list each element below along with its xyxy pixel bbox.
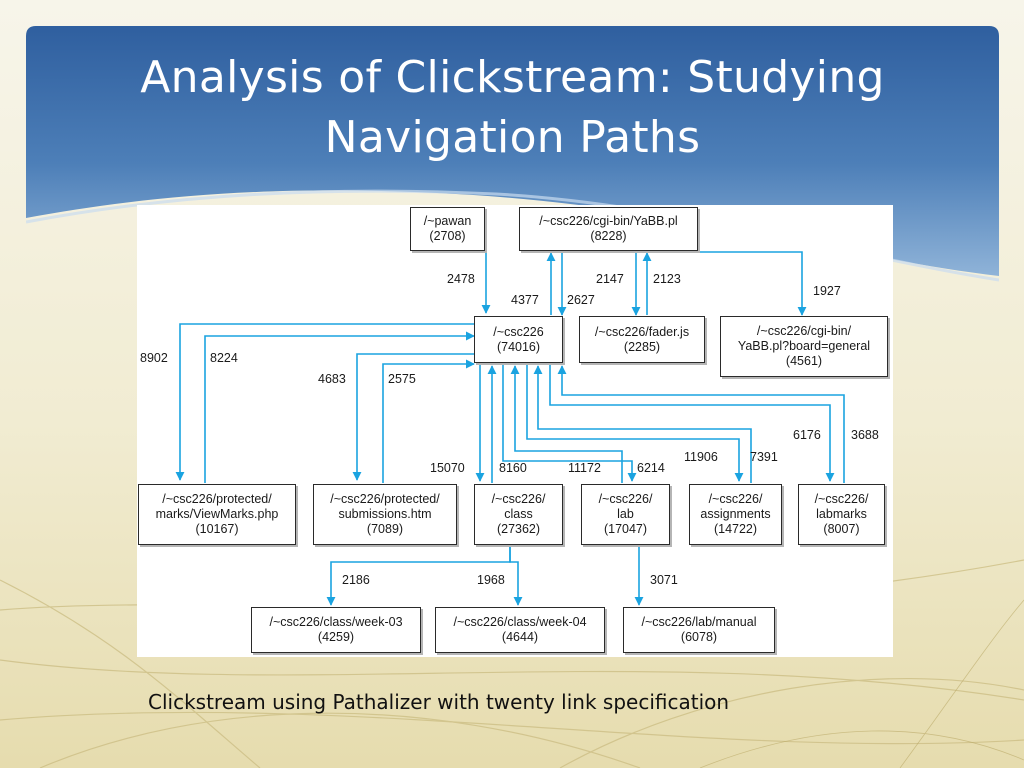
node-pawan: /~pawan (2708) — [410, 207, 485, 251]
node-lab-path2: lab — [617, 507, 634, 521]
edge-label-csc226-lab: 6214 — [637, 461, 665, 475]
node-viewmarks-path2: marks/ViewMarks.php — [155, 507, 279, 521]
node-pawan-path: /~pawan — [423, 214, 472, 228]
node-lab-path: /~csc226/ — [598, 492, 653, 506]
node-week03: /~csc226/class/week-03 (4259) — [251, 607, 421, 653]
node-yabb-path: /~csc226/cgi-bin/YaBB.pl — [539, 214, 678, 228]
edge-label-labmarks-csc226: 6176 — [793, 428, 821, 442]
node-week04: /~csc226/class/week-04 (4644) — [435, 607, 605, 653]
node-submissions-count: (7089) — [366, 522, 404, 536]
edge-label-csc226-labmarks: 3688 — [851, 428, 879, 442]
node-labmarks-path: /~csc226/ — [814, 492, 869, 506]
node-viewmarks: /~csc226/protected/ marks/ViewMarks.php … — [138, 484, 296, 545]
edge-label-lab-csc226: 11172 — [568, 461, 601, 475]
node-csc226-count: (74016) — [496, 339, 541, 354]
diagram-edges — [175, 251, 845, 606]
node-labmanual-path: /~csc226/lab/manual — [641, 615, 757, 629]
edge-label-csc226-submissions: 4683 — [318, 372, 346, 386]
edge-label-viewmarks-csc226: 8224 — [210, 351, 238, 365]
clickstream-diagram: /~pawan (2708) /~csc226/cgi-bin/YaBB.pl … — [137, 205, 893, 657]
edge-yabb-board — [698, 251, 807, 316]
edge-csc226-submissions — [352, 353, 474, 481]
node-week04-count: (4644) — [501, 630, 539, 644]
node-yabb: /~csc226/cgi-bin/YaBB.pl (8228) — [519, 207, 698, 251]
node-class-path2: class — [504, 507, 533, 521]
edge-csc226-labmarks — [549, 364, 835, 482]
node-csc226: /~csc226 (74016) — [474, 316, 563, 363]
edge-label-csc226-yabb: 4377 — [511, 293, 539, 307]
node-submissions-path2: submissions.htm — [338, 507, 432, 521]
edge-label-yabb-fader: 2147 — [596, 272, 624, 286]
edge-label-yabb-board: 1927 — [813, 284, 841, 298]
node-labmarks-count: (8007) — [823, 522, 860, 536]
edge-label-csc226-viewmarks: 8902 — [140, 351, 168, 365]
edge-label-csc226-assignments: 7391 — [750, 450, 778, 464]
node-board-path: /~csc226/cgi-bin/ — [756, 324, 852, 338]
node-assignments-path2: assignments — [700, 507, 771, 521]
edge-assignments-csc226 — [533, 365, 752, 483]
edge-label-csc226-class: 15070 — [430, 461, 465, 475]
node-labmanual-count: (6078) — [680, 630, 718, 644]
edge-submissions-csc226 — [382, 359, 475, 483]
edge-label-submissions-csc226: 2575 — [388, 372, 416, 386]
title-line-1: Analysis of Clickstream: Studying — [140, 52, 885, 103]
node-csc226-path: /~csc226 — [493, 324, 544, 339]
node-assignments: /~csc226/ assignments (14722) — [689, 484, 782, 545]
edge-label-class-week04: 1968 — [477, 573, 505, 587]
node-week03-path: /~csc226/class/week-03 — [269, 615, 403, 629]
node-fader-path: /~csc226/fader.js — [594, 324, 690, 339]
slide-title: Analysis of Clickstream: Studying Naviga… — [26, 48, 999, 168]
node-labmanual: /~csc226/lab/manual (6078) — [623, 607, 775, 653]
edge-csc226-viewmarks — [175, 323, 474, 481]
edge-label-assignments-csc226: 11906 — [684, 450, 718, 464]
edge-label-pawan-csc226: 2478 — [447, 272, 475, 286]
node-viewmarks-count: (10167) — [195, 522, 239, 536]
node-lab: /~csc226/ lab (17047) — [581, 484, 670, 545]
node-week03-count: (4259) — [317, 630, 355, 644]
node-submissions: /~csc226/protected/ submissions.htm (708… — [313, 484, 457, 545]
edge-label-class-week03: 2186 — [342, 573, 370, 587]
edge-csc226-lab — [502, 364, 637, 482]
node-labmarks-path2: labmarks — [816, 507, 867, 521]
node-yabb-count: (8228) — [590, 229, 627, 243]
edge-csc226-assignments — [526, 364, 744, 482]
edge-label-lab-labmanual: 3071 — [650, 573, 678, 587]
node-lab-count: (17047) — [603, 522, 648, 536]
edge-label-fader-yabb: 2123 — [653, 272, 681, 286]
node-board-count: (4561) — [785, 354, 823, 368]
node-fader-count: (2285) — [623, 339, 661, 354]
edge-viewmarks-csc226 — [204, 331, 475, 483]
node-viewmarks-path: /~csc226/protected/ — [162, 492, 272, 506]
node-labmarks: /~csc226/ labmarks (8007) — [798, 484, 885, 545]
node-class: /~csc226/ class (27362) — [474, 484, 563, 545]
edge-lab-csc226 — [510, 365, 623, 483]
node-pawan-count: (2708) — [429, 229, 466, 243]
edge-label-class-csc226: 8160 — [499, 461, 527, 475]
node-class-path: /~csc226/ — [491, 492, 546, 506]
node-assignments-path: /~csc226/ — [708, 492, 763, 506]
node-fader: /~csc226/fader.js (2285) — [579, 316, 705, 363]
edge-label-yabb-csc226: 2627 — [567, 293, 595, 307]
node-board-path2: YaBB.pl?board=general — [737, 339, 871, 353]
figure-caption: Clickstream using Pathalizer with twenty… — [148, 690, 730, 714]
node-board: /~csc226/cgi-bin/ YaBB.pl?board=general … — [720, 316, 888, 377]
node-week04-path: /~csc226/class/week-04 — [453, 615, 587, 629]
title-line-2: Navigation Paths — [324, 112, 701, 163]
node-submissions-path: /~csc226/protected/ — [330, 492, 440, 506]
node-assignments-count: (14722) — [713, 522, 758, 536]
node-class-count: (27362) — [496, 522, 541, 536]
edge-class-week04 — [509, 543, 523, 606]
edge-labmarks-csc226 — [557, 365, 845, 483]
